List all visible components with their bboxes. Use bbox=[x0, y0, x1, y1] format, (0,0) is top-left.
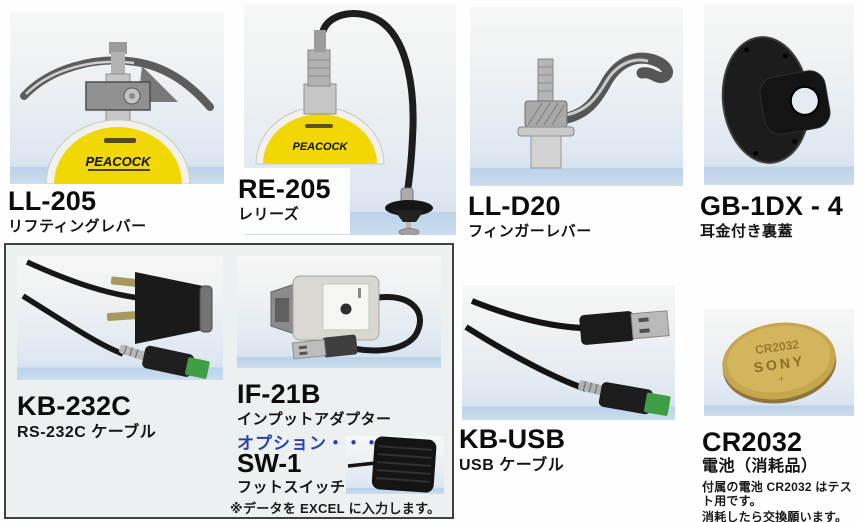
re205-label: RE-205 レリーズ bbox=[238, 174, 331, 223]
gb1dx4-label: GB-1DX - 4 耳金付き裏蓋 bbox=[700, 191, 844, 240]
kbusb-name: USB ケーブル bbox=[459, 457, 565, 474]
if21b-label: IF-21B インプットアダプター bbox=[237, 379, 392, 428]
ll205-label: LL-205 リフティングレバー bbox=[8, 186, 147, 235]
cr2032-note-2: 消耗したら交換願います。 bbox=[702, 509, 848, 522]
cr2032-photo: CR2032 SONY + bbox=[704, 309, 854, 416]
cr2032-label: CR2032 電池（消耗品） 付属の電池 CR2032 はテスト用です。 消耗し… bbox=[702, 429, 858, 522]
gauge-brand-text: PEACOCK bbox=[292, 141, 348, 153]
cr2032-model: CR2032 bbox=[702, 427, 803, 457]
cr2032-note-1: 付属の電池 CR2032 はテスト用です。 bbox=[702, 480, 852, 508]
re205-name: レリーズ bbox=[238, 206, 300, 223]
gb1dx4-model: GB-1DX - 4 bbox=[700, 191, 844, 221]
kbusb-photo bbox=[462, 285, 675, 420]
kb232c-name: RS-232C ケーブル bbox=[17, 424, 157, 441]
back-cover-illustration bbox=[721, 36, 831, 164]
gb1dx4-name: 耳金付き裏蓋 bbox=[700, 223, 794, 240]
sw1-photo bbox=[346, 436, 444, 494]
finger-lever-illustration bbox=[517, 52, 673, 169]
if21b-photo bbox=[237, 256, 441, 368]
coin-battery-illustration: CR2032 SONY + bbox=[722, 322, 837, 404]
sw1-name: フットスイッチ bbox=[237, 479, 346, 496]
if21b-name: インプットアダプター bbox=[237, 411, 392, 428]
gauge-brand-text: PEACOCK bbox=[85, 154, 152, 169]
ll205-name: リフティングレバー bbox=[8, 218, 147, 235]
sw1-label: SW-1 フットスイッチ bbox=[237, 450, 346, 495]
lld20-photo bbox=[470, 7, 683, 186]
foot-switch-illustration bbox=[347, 436, 437, 493]
ll205-model: LL-205 bbox=[8, 186, 97, 216]
gb1dx4-photo bbox=[704, 4, 854, 185]
lld20-label: LL-D20 フィンガーレバー bbox=[468, 191, 592, 240]
kbusb-label: KB-USB USB ケーブル bbox=[459, 426, 565, 474]
lld20-name: フィンガーレバー bbox=[468, 223, 592, 240]
svg-text:+: + bbox=[778, 374, 785, 385]
rs232c-cable-illustration bbox=[21, 259, 213, 379]
usb-cable-illustration bbox=[464, 298, 671, 416]
release-cable-illustration: PEACOCK bbox=[255, 10, 433, 235]
kb232c-photo bbox=[17, 256, 223, 380]
re205-photo: PEACOCK bbox=[244, 4, 456, 235]
ll205-photo: PEACOCK bbox=[10, 12, 224, 184]
if21b-model: IF-21B bbox=[237, 379, 321, 409]
sw1-model: SW-1 bbox=[237, 448, 302, 478]
battery-model-text: CR2032 bbox=[754, 337, 800, 357]
kb232c-model: KB-232C bbox=[17, 391, 131, 421]
kbusb-model: KB-USB bbox=[459, 424, 566, 454]
cr2032-name: 電池（消耗品） bbox=[702, 458, 818, 475]
re205-model: RE-205 bbox=[238, 174, 331, 204]
lld20-model: LL-D20 bbox=[468, 191, 561, 221]
lifting-lever-illustration: PEACOCK bbox=[20, 42, 214, 184]
kb232c-label: KB-232C RS-232C ケーブル bbox=[17, 393, 156, 441]
option-label: オプション・・・ bbox=[237, 434, 381, 453]
battery-brand-text: SONY bbox=[753, 352, 806, 375]
input-adapter-illustration bbox=[270, 275, 423, 360]
excel-note: ※データを EXCEL に入力します。 bbox=[230, 501, 441, 516]
label-background-patch bbox=[244, 168, 350, 234]
